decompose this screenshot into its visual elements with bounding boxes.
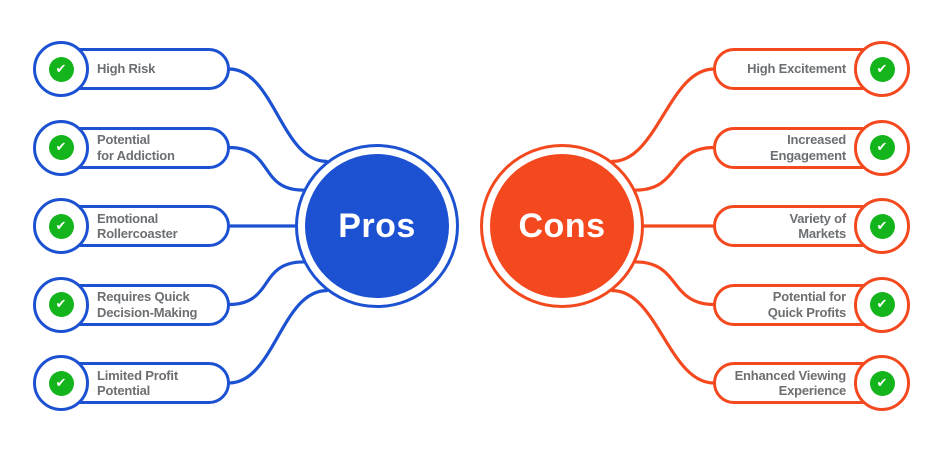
pill-item: ✔ High Excitement (713, 40, 910, 98)
check-icon: ✔ (48, 213, 74, 239)
pill-badge-ring: ✔ (33, 355, 89, 411)
connector-line (634, 260, 716, 307)
pill-badge-ring: ✔ (33, 276, 89, 333)
pill-label: Requires Quick Decision-Making (97, 289, 198, 320)
pill-label: High Risk (97, 61, 156, 77)
pill-label: Enhanced Viewing Experience (734, 367, 847, 398)
connector-line (634, 145, 716, 192)
pill-label: Variety of Markets (789, 210, 846, 241)
connector-line (227, 67, 329, 163)
pill-label: Potential for Quick Profits (767, 289, 847, 320)
cons-label: Cons (518, 206, 606, 245)
check-icon: ✔ (48, 370, 74, 396)
check-icon: ✔ (869, 370, 895, 396)
pill-badge-ring: ✔ (854, 119, 910, 176)
pill-item: ✔ Potential for Addiction (33, 119, 230, 177)
pill-label: High Excitement (747, 61, 846, 77)
connector-line (610, 289, 716, 385)
check-icon: ✔ (869, 135, 895, 160)
pill-label: Limited Profit Potential (97, 367, 178, 398)
check-icon: ✔ (869, 292, 895, 317)
check-icon: ✔ (48, 135, 74, 160)
pill-badge-ring: ✔ (33, 119, 89, 176)
connector-line (227, 260, 305, 307)
connector-line (227, 289, 329, 385)
check-icon: ✔ (869, 213, 895, 239)
pill-item: ✔ Limited Profit Potential (33, 354, 230, 412)
pros-label: Pros (338, 206, 416, 245)
check-icon: ✔ (869, 56, 895, 82)
pill-badge-ring: ✔ (33, 41, 89, 97)
pill-label: Potential for Addiction (97, 132, 175, 163)
pill-label: Increased Engagement (769, 132, 846, 163)
pill-item: ✔ Increased Engagement (713, 119, 910, 177)
pill-item: ✔ Emotional Rollercoaster (33, 197, 230, 255)
connector-line (227, 145, 305, 192)
pill-item: ✔ Variety of Markets (713, 197, 910, 255)
pill-badge-ring: ✔ (33, 198, 89, 254)
pill-label: Emotional Rollercoaster (97, 210, 178, 241)
check-icon: ✔ (48, 292, 74, 317)
pill-badge-ring: ✔ (854, 41, 910, 97)
cons-circle-fill: Cons (490, 154, 634, 298)
cons-circle: Cons (480, 144, 644, 308)
connector-line (610, 67, 716, 163)
pill-badge-ring: ✔ (854, 355, 910, 411)
pill-badge-ring: ✔ (854, 276, 910, 333)
pill-item: ✔ High Risk (33, 40, 230, 98)
pros-circle-fill: Pros (305, 154, 449, 298)
pill-item: ✔ Requires Quick Decision-Making (33, 276, 230, 334)
pros-circle: Pros (295, 144, 459, 308)
pill-item: ✔ Enhanced Viewing Experience (713, 354, 910, 412)
pill-item: ✔ Potential for Quick Profits (713, 276, 910, 334)
pill-badge-ring: ✔ (854, 198, 910, 254)
check-icon: ✔ (48, 56, 74, 82)
